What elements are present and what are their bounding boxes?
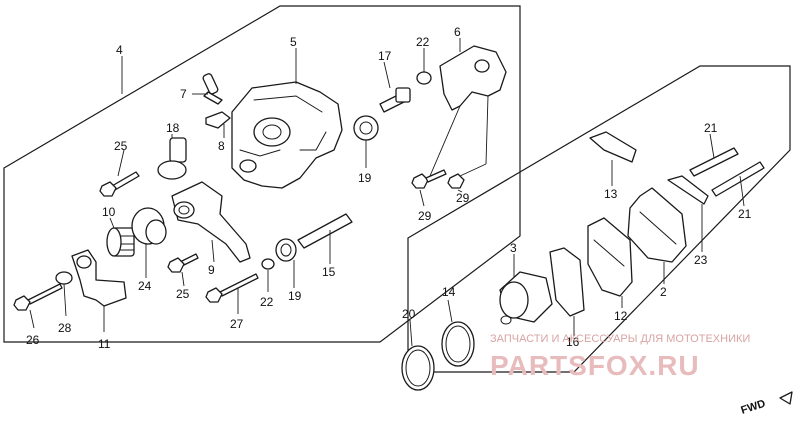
boot-19-lower — [275, 238, 297, 262]
washer-22-lower — [261, 258, 275, 270]
label-5: 5 — [290, 35, 297, 49]
label-8: 8 — [218, 139, 225, 153]
bracket-11 — [71, 249, 127, 307]
leader-lines — [29, 38, 745, 347]
label-7: 7 — [180, 87, 187, 101]
label-18: 18 — [166, 121, 180, 135]
label-21-lower: 21 — [738, 207, 752, 221]
bolt-26 — [13, 283, 63, 311]
part-labels: 4 5 6 7 8 18 25 10 24 9 26 28 11 25 27 2… — [26, 25, 752, 351]
bolt-25-upper — [99, 171, 140, 197]
label-29-right: 29 — [456, 191, 470, 205]
label-25-upper: 25 — [114, 139, 128, 153]
label-19-upper: 19 — [358, 171, 372, 185]
label-9: 9 — [208, 263, 215, 277]
label-10: 10 — [102, 205, 116, 219]
watermark: ЗАПЧАСТИ И АКСЕССУАРЫ ДЛЯ МОТОТЕХНИКИ PA… — [490, 333, 750, 381]
label-12: 12 — [614, 309, 628, 323]
label-14: 14 — [442, 285, 456, 299]
bleeder-screw — [202, 73, 223, 105]
fwd-indicator: FWD — [739, 391, 793, 417]
piston-10 — [106, 227, 135, 257]
label-16: 16 — [566, 335, 580, 349]
spring-clip-13 — [589, 131, 637, 163]
piston-3 — [499, 271, 553, 325]
label-19-lower: 19 — [288, 289, 302, 303]
assembly-frame-4 — [3, 5, 521, 343]
lever-arm-9 — [171, 181, 251, 263]
fwd-arrow-icon — [779, 391, 793, 405]
shim-16 — [549, 247, 585, 317]
bolt-25-lower — [167, 253, 199, 273]
label-15: 15 — [322, 265, 336, 279]
watermark-brand: PARTSFOX.RU — [490, 350, 700, 381]
label-29-left: 29 — [418, 209, 432, 223]
label-25-lower: 25 — [176, 287, 190, 301]
bolt-17 — [379, 87, 411, 113]
label-3: 3 — [510, 241, 517, 255]
pin-15 — [297, 213, 353, 249]
label-28: 28 — [58, 321, 72, 335]
brake-pad-2 — [627, 187, 687, 263]
boot-24 — [131, 207, 167, 245]
seal-14 — [441, 321, 475, 367]
label-23: 23 — [694, 253, 708, 267]
label-11: 11 — [98, 337, 111, 351]
bolt-29-left — [411, 169, 447, 189]
fwd-label: FWD — [739, 398, 767, 417]
brake-pad-12 — [587, 217, 633, 297]
label-13: 13 — [604, 187, 618, 201]
caliper-body — [231, 81, 343, 189]
watermark-tagline: ЗАПЧАСТИ И АКСЕССУАРЫ ДЛЯ МОТОТЕХНИКИ — [490, 333, 750, 345]
bleeder-cap — [205, 111, 231, 129]
pad-pin-21-lower — [711, 161, 765, 197]
pad-pin-21-upper — [689, 147, 739, 177]
washer-28 — [55, 271, 73, 285]
label-27: 27 — [230, 317, 244, 331]
bolt-27 — [205, 273, 259, 303]
label-20: 20 — [402, 307, 416, 321]
slide-pin-18 — [157, 137, 187, 180]
label-26: 26 — [26, 333, 40, 347]
label-24: 24 — [138, 279, 152, 293]
boot-19-upper — [353, 115, 379, 141]
washer-22-upper — [416, 71, 432, 85]
bolt-29-right — [447, 173, 465, 189]
seal-20 — [401, 345, 435, 391]
label-2: 2 — [660, 285, 667, 299]
label-6: 6 — [454, 25, 461, 39]
label-17: 17 — [378, 49, 392, 63]
pad-spring-23 — [667, 175, 709, 205]
label-22-upper: 22 — [416, 35, 430, 49]
label-4: 4 — [116, 43, 123, 57]
label-22-lower: 22 — [260, 295, 274, 309]
caliper-bracket-6 — [439, 45, 507, 111]
label-21-upper: 21 — [704, 121, 718, 135]
